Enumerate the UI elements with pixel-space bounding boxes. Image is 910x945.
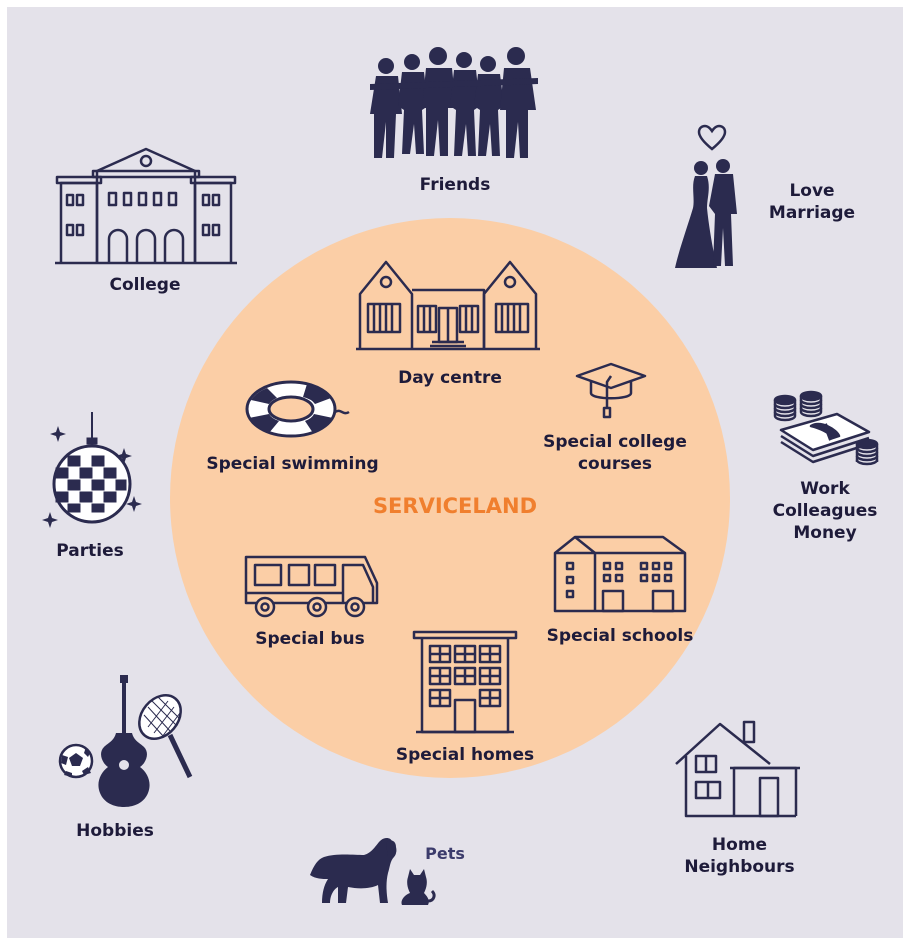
dog-and-cat-icon xyxy=(306,835,438,907)
friends-icon xyxy=(368,44,540,162)
special-college-courses-line-1: Special college xyxy=(543,432,687,452)
parties-label: Parties xyxy=(56,541,124,561)
college-label: College xyxy=(109,275,181,295)
serviceland-title: SERVICELAND xyxy=(372,494,538,518)
friends-label: Friends xyxy=(419,175,491,195)
special-homes-label: Special homes xyxy=(395,745,535,765)
lifebuoy-icon xyxy=(243,378,351,440)
heart-icon xyxy=(697,124,727,152)
special-bus-label: Special bus xyxy=(255,629,365,649)
house-icon xyxy=(674,720,804,822)
special-college-courses-line-2: courses xyxy=(577,454,652,474)
work-colleagues-money-label: Work Colleagues Money xyxy=(770,478,880,544)
marriage-line: Marriage xyxy=(768,203,856,223)
work-line: Work xyxy=(800,479,850,499)
graduation-cap-icon xyxy=(575,360,647,422)
special-college-courses-label: Special college courses xyxy=(530,431,700,475)
home-line: Home xyxy=(711,835,768,855)
hobbies-icon xyxy=(58,673,198,811)
bus-icon xyxy=(243,553,381,619)
special-swimming-label: Special swimming xyxy=(206,454,379,474)
college-building-icon xyxy=(53,143,239,267)
apartment-building-icon xyxy=(410,630,520,734)
money-line: Money xyxy=(793,523,857,543)
hobbies-label: Hobbies xyxy=(76,821,154,841)
money-icon xyxy=(767,390,885,470)
home-neighbours-label: Home Neighbours xyxy=(677,834,802,878)
couple-icon xyxy=(673,158,753,270)
love-marriage-label: Love Marriage xyxy=(762,180,862,224)
school-building-icon xyxy=(549,533,689,615)
day-centre-label: Day centre xyxy=(398,368,502,388)
love-line: Love xyxy=(789,181,835,201)
special-schools-label: Special schools xyxy=(546,626,694,646)
disco-ball-icon xyxy=(40,412,144,528)
pets-label: Pets xyxy=(425,844,465,863)
neighbours-line: Neighbours xyxy=(684,857,795,877)
colleagues-line: Colleagues xyxy=(772,501,878,521)
day-centre-icon xyxy=(352,256,544,356)
